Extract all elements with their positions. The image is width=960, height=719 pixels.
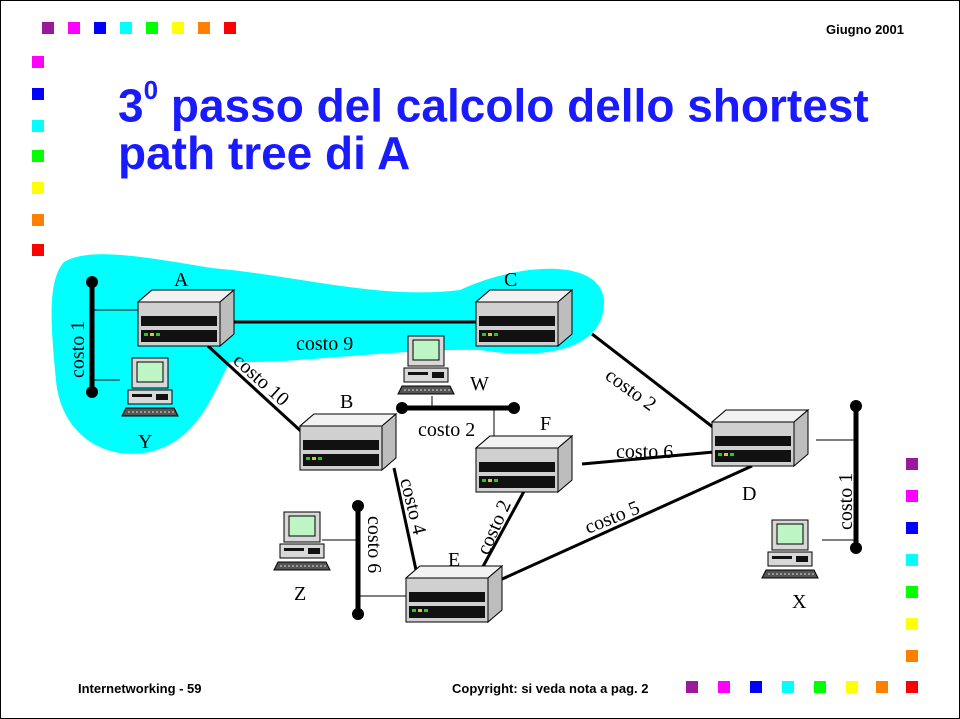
header-date: Giugno 2001 [825,22,904,37]
router-b [299,413,397,471]
host-x-label: X [792,591,807,613]
router-c [475,289,573,347]
link-e-d [499,464,753,582]
router-f [475,435,573,493]
router-e-label: E [448,549,460,571]
cost-f-d: costo 6 [616,441,673,463]
link-f-d [581,450,715,466]
cost-c-d: costo 2 [601,364,660,415]
link-b-e [392,467,418,571]
cost-a-lan: costo 1 [67,321,89,378]
host-x [761,519,819,579]
cost-f-e: costo 2 [472,497,515,558]
cost-w-lan: costo 2 [418,419,475,441]
cost-a-c: costo 9 [296,333,353,355]
router-f-label: F [540,413,551,435]
cost-x-lan: costo 1 [835,473,857,530]
cost-b-e: costo 4 [395,476,430,537]
cost-z-lan: costo 6 [363,516,385,573]
link-a-b [206,344,306,436]
footer-left: Internetworking - 59 [78,681,202,696]
link-c-d [591,332,715,430]
cost-e-d: costo 5 [582,497,643,539]
router-e [405,565,503,623]
title-prefix: 3 [118,79,144,132]
title-superscript: 0 [143,75,159,105]
host-z-label: Z [294,583,306,605]
router-a-label: A [174,269,189,291]
page-title: 30 passo del calcolo dello shortest path… [118,72,878,177]
host-z [273,511,331,571]
host-w-label: W [470,373,489,395]
router-b-label: B [340,391,353,413]
footer-copyright: Copyright: si veda nota a pag. 2 [452,681,649,696]
router-d-label: D [742,483,756,505]
host-y-label: Y [138,431,152,453]
router-d [711,409,809,467]
title-text: passo del calcolo dello shortest path tr… [118,79,869,180]
router-a [137,289,235,347]
link-f-e [478,483,530,573]
router-c-label: C [504,269,517,291]
